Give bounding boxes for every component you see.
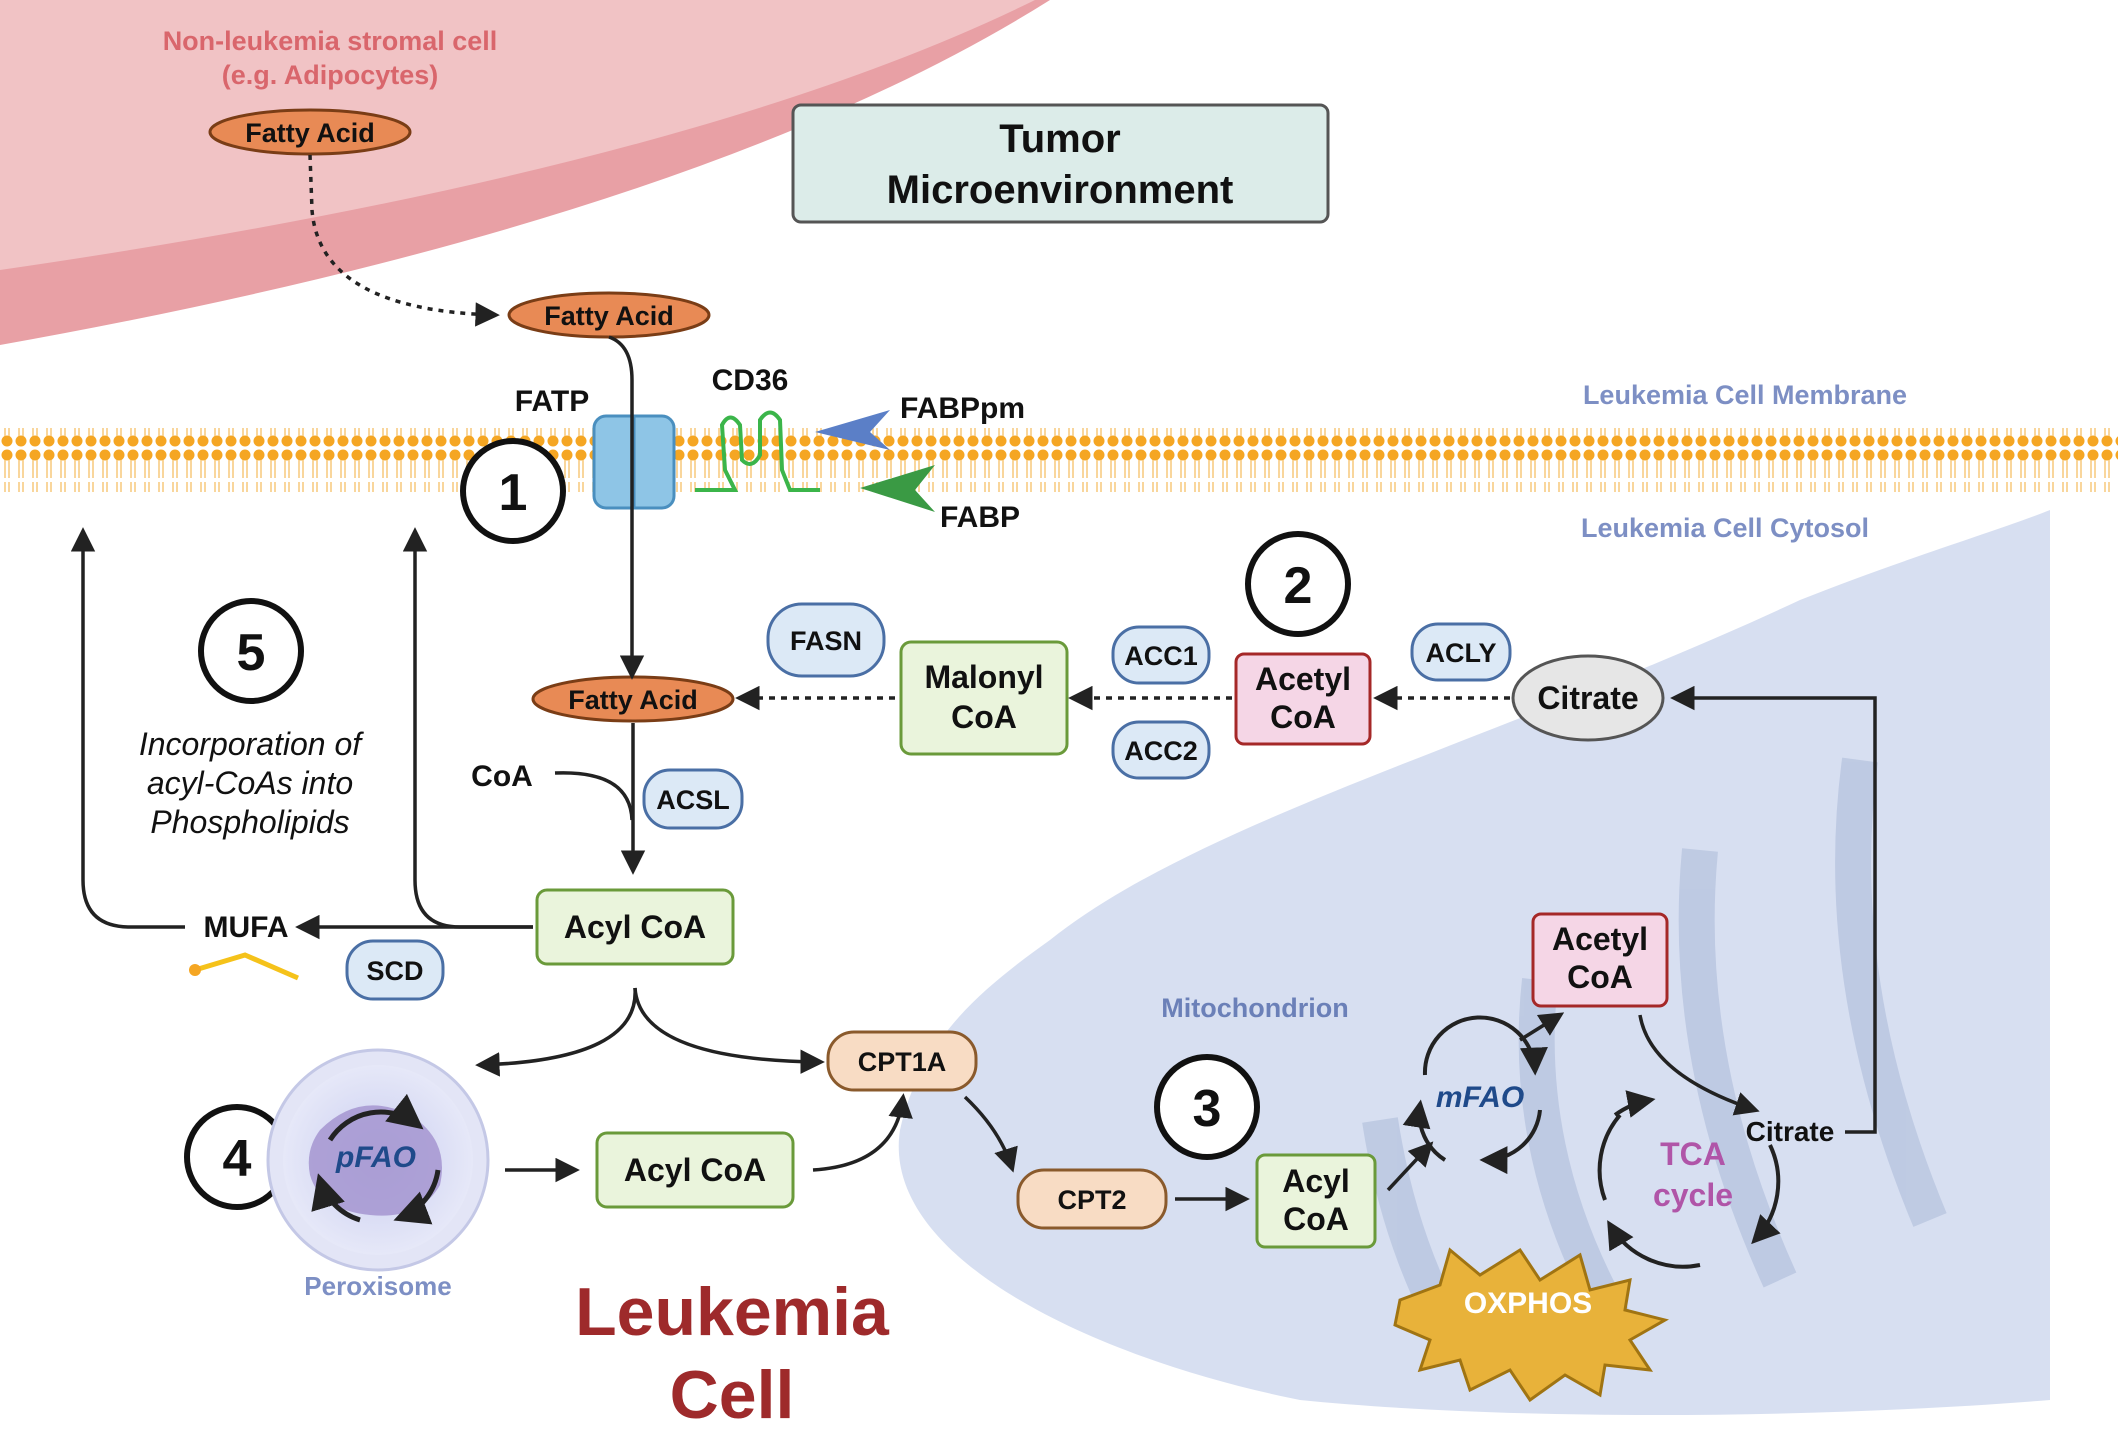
svg-text:ACC1: ACC1 (1124, 641, 1198, 671)
cytosol-label: Leukemia Cell Cytosol (1581, 513, 1869, 543)
peroxisome: Peroxisome (266, 1048, 490, 1301)
acly-enzyme: ACLY (1410, 622, 1512, 682)
fatp-label: FATP (515, 385, 589, 418)
acetyl-coa-mito-box: Acetyl CoA (1531, 912, 1669, 1008)
peroxisome-label: Peroxisome (304, 1271, 451, 1301)
scd-enzyme: SCD (345, 939, 445, 1001)
mfao-cycle-icon (1402, 1015, 1548, 1175)
fabppm-label: FABPpm (900, 392, 1025, 425)
svg-text:ACC2: ACC2 (1124, 736, 1198, 766)
mufa-label: MUFA (204, 911, 289, 944)
step-5-circle: 5 (198, 598, 304, 704)
svg-text:Citrate: Citrate (1537, 680, 1638, 716)
svg-text:ACLY: ACLY (1425, 638, 1496, 668)
fatty-acid-cytosol: Fatty Acid (531, 675, 735, 723)
svg-text:CoA: CoA (1283, 1201, 1349, 1237)
acc1-enzyme: ACC1 (1111, 625, 1211, 685)
mufa-chain-icon (189, 952, 299, 981)
svg-text:Malonyl: Malonyl (924, 659, 1043, 695)
fabp-protein: FABP (860, 465, 1020, 534)
coa-label: CoA (471, 760, 533, 793)
svg-text:4: 4 (223, 1130, 252, 1188)
svg-text:Acyl CoA: Acyl CoA (564, 909, 706, 945)
tumor-label-1: Tumor (999, 117, 1120, 161)
mitochondrion-label: Mitochondrion (1161, 993, 1348, 1023)
acc2-enzyme: ACC2 (1111, 720, 1211, 780)
svg-text:Fatty Acid: Fatty Acid (568, 685, 698, 715)
fabp-label: FABP (940, 501, 1020, 534)
cd36-label: CD36 (712, 364, 789, 397)
step-1-circle: 1 (460, 438, 566, 544)
pfao-cycle-icon (311, 1093, 441, 1225)
svg-text:Incorporation of: Incorporation of (139, 726, 364, 762)
acyl-coa-mito-box: Acyl CoA (1255, 1153, 1377, 1249)
stromal-label-2: (e.g. Adipocytes) (222, 60, 439, 90)
fasn-enzyme: FASN (766, 602, 886, 678)
svg-text:Acyl CoA: Acyl CoA (624, 1152, 766, 1188)
svg-text:SCD: SCD (366, 956, 423, 986)
svg-text:Acetyl: Acetyl (1255, 661, 1351, 697)
svg-text:1: 1 (499, 464, 528, 522)
fatty-acid-extracellular: Fatty Acid (507, 291, 711, 339)
svg-text:ACSL: ACSL (656, 785, 730, 815)
fabppm-protein: FABPpm (815, 392, 1025, 450)
leukemia-label-2: Cell (670, 1357, 795, 1433)
pathway-arrows (70, 154, 1877, 1212)
svg-text:Fatty Acid: Fatty Acid (245, 118, 375, 148)
svg-text:FASN: FASN (790, 626, 862, 656)
membrane-label: Leukemia Cell Membrane (1583, 380, 1907, 410)
step-4-circle: 4 (184, 1104, 290, 1210)
oxphos-burst: OXPHOS (1393, 1247, 1669, 1403)
acetyl-coa-cytosol-box: Acetyl CoA (1234, 652, 1372, 746)
citrate-mito-label: Citrate (1746, 1116, 1835, 1147)
svg-text:5: 5 (237, 624, 266, 682)
acyl-coa-peroxisome-box: Acyl CoA (595, 1131, 795, 1209)
svg-text:Phospholipids: Phospholipids (150, 804, 349, 840)
svg-text:Acetyl: Acetyl (1552, 921, 1648, 957)
fatp-transporter: FATP (515, 385, 676, 510)
svg-text:CoA: CoA (951, 699, 1017, 735)
tumor-label-2: Microenvironment (887, 168, 1234, 212)
fatty-acid-stromal: Fatty Acid (208, 108, 412, 156)
tumor-microenvironment-box: Tumor Microenvironment (791, 103, 1330, 224)
svg-text:CPT2: CPT2 (1057, 1185, 1126, 1215)
leukemia-label-1: Leukemia (575, 1274, 890, 1350)
acsl-enzyme: ACSL (642, 768, 744, 830)
svg-text:3: 3 (1193, 1080, 1222, 1138)
pfao-label: pFAO (335, 1141, 416, 1174)
stromal-cell: Non-leukemia stromal cell (e.g. Adipocyt… (0, 0, 1050, 345)
svg-text:CPT1A: CPT1A (858, 1047, 947, 1077)
tca-label-1: TCA (1660, 1136, 1726, 1172)
svg-text:CoA: CoA (1567, 959, 1633, 995)
step-3-circle: 3 (1154, 1054, 1260, 1160)
tca-label-2: cycle (1653, 1177, 1733, 1213)
svg-text:acyl-CoAs into: acyl-CoAs into (147, 765, 353, 801)
incorporation-note: Incorporation of acyl-CoAs into Phosphol… (139, 726, 364, 840)
tca-cycle-icon (1597, 1090, 1781, 1269)
cd36-receptor: CD36 (695, 364, 820, 492)
oxphos-label: OXPHOS (1464, 1287, 1592, 1320)
cpt1a-enzyme: CPT1A (826, 1030, 978, 1092)
stromal-label-1: Non-leukemia stromal cell (163, 26, 498, 56)
svg-text:2: 2 (1284, 557, 1313, 615)
svg-text:Acyl: Acyl (1282, 1163, 1350, 1199)
svg-text:CoA: CoA (1270, 699, 1336, 735)
malonyl-coa-box: Malonyl CoA (899, 640, 1069, 756)
cell-membrane: Leukemia Cell Membrane Leukemia Cell Cyt… (0, 380, 2118, 543)
acyl-coa-main-box: Acyl CoA (535, 888, 735, 966)
step-2-circle: 2 (1245, 531, 1351, 637)
mfao-label: mFAO (1436, 1081, 1524, 1114)
citrate-cytosol: Citrate (1511, 654, 1665, 742)
cpt2-enzyme: CPT2 (1016, 1168, 1168, 1230)
svg-text:Fatty Acid: Fatty Acid (544, 301, 674, 331)
